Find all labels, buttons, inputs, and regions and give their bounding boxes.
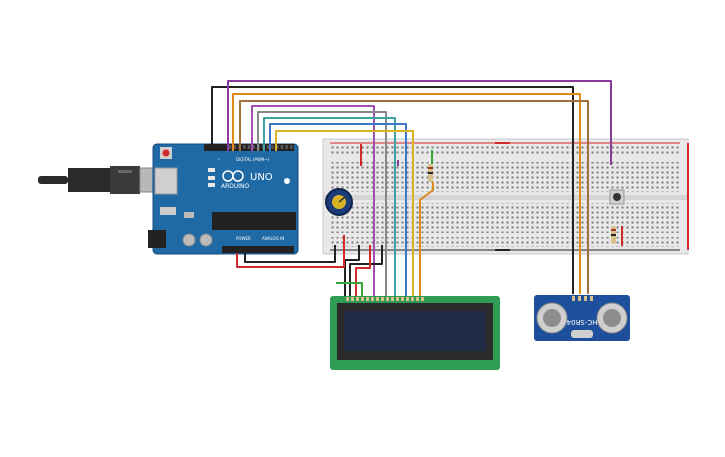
lcd-pin[interactable] bbox=[406, 297, 409, 301]
usb-cable bbox=[38, 166, 171, 194]
sensor-pin-gnd[interactable] bbox=[590, 296, 593, 301]
reset-button[interactable] bbox=[162, 149, 170, 157]
lcd-pin[interactable] bbox=[391, 297, 394, 301]
resistor-1-icon bbox=[428, 164, 433, 182]
sensor-model-label: HC-SR04 bbox=[566, 318, 597, 326]
digital-pin-4[interactable] bbox=[271, 145, 274, 149]
led-rx-icon bbox=[208, 183, 215, 187]
led-l-label: L bbox=[218, 157, 220, 161]
lcd-pin[interactable] bbox=[381, 297, 384, 301]
lcd-pin[interactable] bbox=[356, 297, 359, 301]
lcd-pin[interactable] bbox=[401, 297, 404, 301]
wire-3[interactable] bbox=[239, 100, 589, 294]
lcd-pin[interactable] bbox=[386, 297, 389, 301]
wire-14[interactable] bbox=[236, 235, 345, 268]
arduino-board: ARDUINO UNO DIGITAL (PWM~) POWER ANALOG … bbox=[148, 143, 299, 255]
lcd-pin[interactable] bbox=[411, 297, 414, 301]
wire-9[interactable] bbox=[419, 182, 434, 296]
lcd-pin[interactable] bbox=[351, 297, 354, 301]
lcd-pin[interactable] bbox=[346, 297, 349, 301]
wire-2[interactable] bbox=[232, 93, 581, 294]
lcd-pin[interactable] bbox=[396, 297, 399, 301]
wire-11[interactable] bbox=[344, 245, 360, 296]
potentiometer-knob[interactable] bbox=[325, 188, 353, 216]
digital-pin-3[interactable] bbox=[276, 145, 279, 149]
sensor-pin-vcc[interactable] bbox=[572, 296, 575, 301]
wire-1[interactable] bbox=[227, 80, 612, 165]
digital-pin-10[interactable] bbox=[243, 145, 246, 149]
arduino-model: UNO bbox=[250, 172, 273, 183]
wire-8[interactable] bbox=[275, 130, 414, 296]
digital-pin-tx1[interactable] bbox=[285, 145, 288, 149]
led-tx-icon bbox=[208, 176, 215, 180]
wire-15[interactable] bbox=[244, 245, 336, 263]
wire-7[interactable] bbox=[269, 123, 407, 296]
digital-pin-13[interactable] bbox=[229, 145, 232, 149]
lcd-pin[interactable] bbox=[416, 297, 419, 301]
lcd-pin[interactable] bbox=[361, 297, 364, 301]
arduino-brand: ARDUINO bbox=[221, 183, 250, 190]
wire-6[interactable] bbox=[263, 117, 396, 296]
sensor-pin-trig[interactable] bbox=[578, 296, 581, 301]
breadboard bbox=[322, 138, 689, 255]
wire-13[interactable] bbox=[336, 282, 363, 296]
lcd-pin[interactable] bbox=[366, 297, 369, 301]
atmega-chip bbox=[212, 212, 296, 230]
power-label: POWER bbox=[236, 236, 251, 241]
ultrasonic-sensor: HC-SR04 bbox=[534, 295, 630, 341]
digital-pin-9[interactable] bbox=[247, 145, 251, 149]
push-button[interactable] bbox=[609, 189, 625, 205]
sensor-pin-echo[interactable] bbox=[584, 296, 587, 301]
lcd-display bbox=[330, 296, 500, 370]
digital-pin-12[interactable] bbox=[233, 145, 237, 149]
arduino-logo-icon bbox=[222, 170, 244, 182]
led-l-icon bbox=[208, 168, 215, 172]
digital-pin-rx0[interactable] bbox=[290, 145, 293, 149]
digital-pin-8[interactable] bbox=[252, 145, 256, 149]
digital-pin-2[interactable] bbox=[280, 145, 284, 149]
lcd-pin[interactable] bbox=[371, 297, 374, 301]
wire-5[interactable] bbox=[257, 111, 387, 296]
resistor-2-icon bbox=[611, 226, 616, 244]
lcd-pin[interactable] bbox=[421, 297, 424, 301]
wire-0[interactable] bbox=[211, 86, 574, 294]
wire-10[interactable] bbox=[349, 245, 383, 296]
digital-pin-5[interactable] bbox=[266, 145, 270, 149]
lcd-pin[interactable] bbox=[376, 297, 379, 301]
analog-label: ANALOG IN bbox=[262, 236, 284, 241]
wire-4[interactable] bbox=[251, 105, 375, 296]
wires bbox=[211, 80, 689, 296]
digital-label: DIGITAL (PWM~) bbox=[236, 157, 270, 162]
